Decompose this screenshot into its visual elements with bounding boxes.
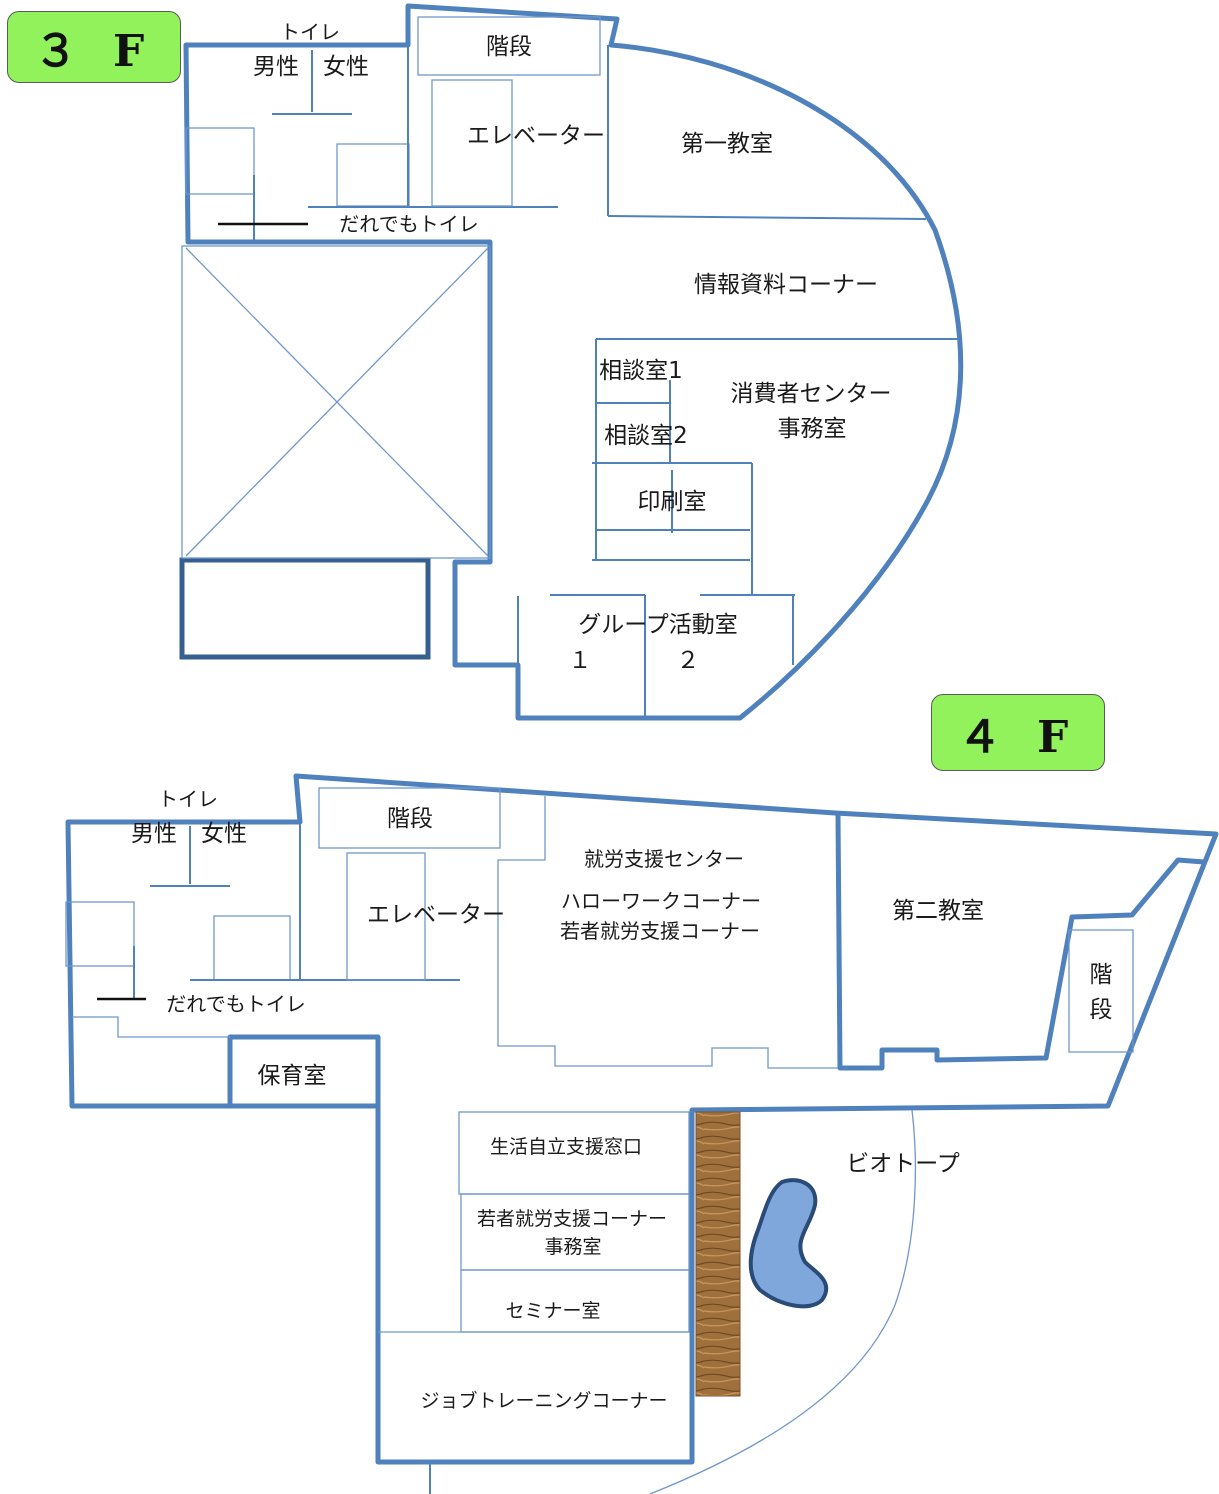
f4-biotope-path <box>649 1109 917 1494</box>
f3-consumer-center-label: 消費者センター <box>731 381 892 407</box>
f4-universal-toilet-label: だれでもトイレ <box>166 992 305 1016</box>
f3-consumer-office-label: 事務室 <box>778 416 847 442</box>
f4-wooden-deck <box>695 1111 741 1397</box>
f3-elevator-label: エレベーター <box>467 123 605 149</box>
f4-stairs-2-label-1: 階 <box>1090 962 1113 988</box>
f4-toilet-label: トイレ <box>158 787 218 811</box>
f4-employment-center-label: 就労支援センター <box>584 847 744 871</box>
f3-elevator <box>431 79 513 207</box>
f3-group-room-1-label: １ <box>569 648 592 674</box>
f3-stairs <box>417 16 601 76</box>
f3-consult1-label: 相談室1 <box>599 358 683 384</box>
f4-biotope-pond <box>748 1178 829 1309</box>
f4-elevator-label: エレベーター <box>367 902 505 928</box>
floor-4-plan: トイレ 男性 女性 階段 エレベーター 就労支援センター ハローワークコーナー … <box>65 773 1219 1494</box>
floor-3-badge: ３ F <box>7 11 181 83</box>
f3-classroom1-label: 第一教室 <box>681 131 773 157</box>
floor-4-badge: ４ F <box>931 694 1105 771</box>
f3-info-corner-label: 情報資料コーナー <box>694 272 878 298</box>
f3-consult2-label: 相談室2 <box>604 423 688 449</box>
f3-storage <box>179 557 431 660</box>
f4-stairs <box>318 787 501 849</box>
f4-stairs-2-label-2: 段 <box>1090 997 1113 1023</box>
f4-youth-office-room <box>460 1193 690 1271</box>
f4-hellowork-label: ハローワークコーナー <box>561 889 761 913</box>
f3-stairs-label: 階段 <box>486 34 532 60</box>
f3-group-room-2-label: ２ <box>677 648 700 674</box>
f4-youth-office-label-2: 事務室 <box>544 1236 601 1258</box>
f4-outer-wall <box>65 773 1219 1465</box>
floor-3-plan: トイレ 男性 女性 階段 エレベーター 第一教室 だれでもトイレ 情報資料コーナ… <box>179 3 964 721</box>
f4-stairs-2 <box>1068 929 1134 1053</box>
f4-nursery-label: 保育室 <box>258 1063 327 1089</box>
f4-youth-office-label: 若者就労支援コーナー <box>477 1208 667 1230</box>
f4-male-label: 男性 <box>131 821 177 847</box>
f3-print-room-label: 印刷室 <box>638 489 707 515</box>
f4-seminar-label: セミナー室 <box>505 1300 600 1322</box>
f4-livelihood-window-label: 生活自立支援窓口 <box>490 1136 642 1158</box>
f4-youth-employment-label: 若者就労支援コーナー <box>560 919 760 943</box>
f3-universal-toilet-label: だれでもトイレ <box>339 212 478 236</box>
f4-classroom2-label: 第二教室 <box>892 898 984 924</box>
f3-group-room-label: グループ活動室 <box>578 612 738 638</box>
f4-elevator <box>346 852 426 981</box>
f3-outer-wall <box>183 3 964 721</box>
f4-female-label: 女性 <box>201 821 247 847</box>
f4-job-training-label: ジョブトレーニングコーナー <box>420 1389 667 1412</box>
f4-stairs-label: 階段 <box>387 806 433 832</box>
f3-atrium-void <box>181 245 491 559</box>
f3-toilet-label: トイレ <box>280 20 340 44</box>
f3-female-label: 女性 <box>323 54 369 80</box>
f4-biotope-label: ビオトープ <box>846 1151 960 1177</box>
f3-male-label: 男性 <box>253 54 299 80</box>
